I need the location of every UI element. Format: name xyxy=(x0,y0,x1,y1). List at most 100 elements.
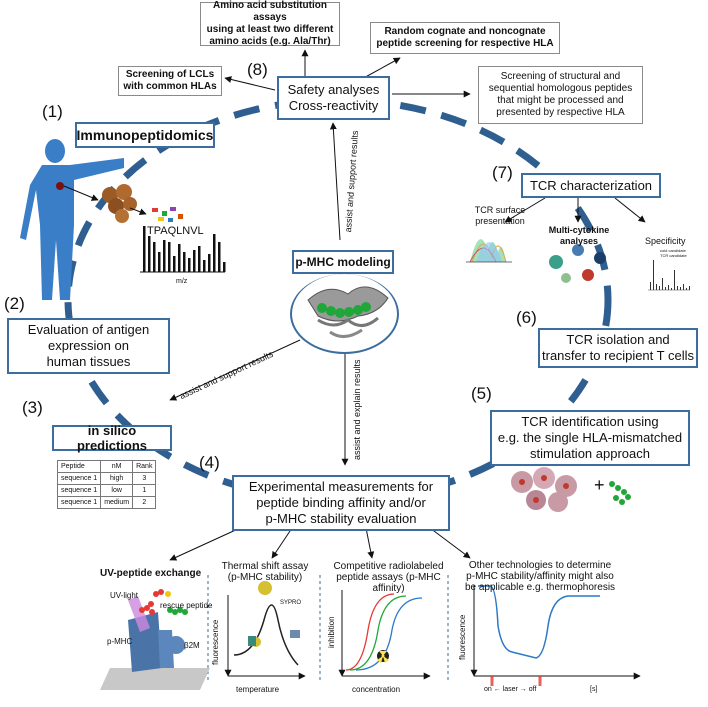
specificity-bar xyxy=(653,260,654,290)
table-cell: nM xyxy=(100,460,134,473)
sypro-label: SYPRO xyxy=(280,600,302,606)
ms-peak xyxy=(148,236,151,272)
uv-light-label: UV-light xyxy=(110,591,139,600)
table-cell: Peptide xyxy=(56,460,102,473)
table-cell: 1 xyxy=(132,484,157,497)
arrow-uv xyxy=(169,527,241,561)
pmhc-model-frame xyxy=(290,274,399,354)
radio-xlabel: concentration xyxy=(352,685,401,694)
thermophoresis-chart xyxy=(470,585,641,686)
uv-exchange-title: UV-peptide exchange xyxy=(100,568,202,579)
ms-peak xyxy=(158,252,161,272)
ms-peak xyxy=(178,244,181,272)
random-line-2: peptide screening for respective HLA xyxy=(376,38,554,49)
other-unit: [s] xyxy=(590,686,598,693)
ms-peak xyxy=(218,242,221,272)
structural-screening-box: Screening of structural and sequential h… xyxy=(478,66,643,124)
tcr-isolation-line-1: TCR isolation and xyxy=(566,332,670,347)
arrow-peptides xyxy=(129,207,147,216)
ms-peak xyxy=(183,252,186,272)
aa-substitution-box: Amino acid substitution assays using at … xyxy=(200,0,340,47)
structural-line-4: presented by respective HLA xyxy=(496,107,625,118)
specificity-bar xyxy=(671,288,672,290)
mass-spectrum-chart xyxy=(143,226,226,272)
table-cell: high xyxy=(100,472,134,485)
table-cell: sequence 1 xyxy=(56,496,102,509)
peptide-green-icon xyxy=(609,481,631,505)
radiolabel-chart xyxy=(338,590,431,680)
ms-axis-label: m/z xyxy=(176,278,188,285)
specificity-bar xyxy=(662,278,663,290)
tcr-characterization-box: TCR characterization xyxy=(521,173,661,198)
pmhc-modeling-box: p-MHC modeling xyxy=(292,250,394,274)
aa-sub-line-1: Amino acid substitution assays xyxy=(213,0,327,23)
step-1-number: (1) xyxy=(42,102,63,121)
arrow-tumor xyxy=(63,185,99,201)
step-7-number: (7) xyxy=(492,163,513,182)
table-cell: sequence 1 xyxy=(56,484,102,497)
table-cell: 2 xyxy=(132,496,157,509)
tcr-identification-line-1: TCR identification using xyxy=(521,414,659,429)
ms-peak xyxy=(223,262,226,272)
tumor-site-icon xyxy=(56,182,64,190)
step-8-number: (8) xyxy=(247,60,268,79)
table-cell: Rank xyxy=(132,460,157,473)
random-line-1: Random cognate and noncognate xyxy=(384,26,546,37)
arrow-specificity xyxy=(614,197,646,223)
thermal-shift-chart xyxy=(224,581,306,680)
ms-peak xyxy=(188,258,191,272)
human-figure-icon xyxy=(20,139,124,300)
safety-line-1: Safety analyses xyxy=(287,82,380,97)
b2m-label: β2M xyxy=(184,641,200,650)
assist-explain-label: assist and explain results xyxy=(352,359,362,460)
immunopeptidomics-label: Immunopeptidomics xyxy=(76,127,214,143)
specificity-bar xyxy=(656,284,657,290)
arrow-surface xyxy=(504,197,546,223)
stimulation-cells-icon xyxy=(511,467,577,512)
specificity-bar xyxy=(689,286,690,290)
step-4-number: (4) xyxy=(199,453,220,472)
safety-line-2: Cross-reactivity xyxy=(288,98,379,113)
lcl-screening-box: Screening of LCLs with common HLAs xyxy=(118,66,222,96)
arrow-thermal xyxy=(271,527,293,559)
aa-sub-line-2: using at least two different xyxy=(206,24,334,35)
tcr-identification-box: TCR identification using e.g. the single… xyxy=(490,410,690,466)
ms-peak xyxy=(198,246,201,272)
arrow-other xyxy=(429,527,471,559)
specificity-bar xyxy=(677,286,678,290)
thermal-title: Thermal shift assay(p-MHC stability) xyxy=(221,561,309,583)
tcr-isolation-line-2: transfer to recipient T cells xyxy=(542,348,694,363)
ms-peak xyxy=(203,260,206,272)
table-cell: sequence 1 xyxy=(56,472,102,485)
tcr-isolation-box: TCR isolation and transfer to recipient … xyxy=(538,328,698,368)
thermal-xlabel: temperature xyxy=(236,685,280,694)
plus-sign: + xyxy=(594,475,605,495)
ms-peak xyxy=(213,234,216,272)
specificity-bar xyxy=(686,288,687,290)
random-peptide-box: Random cognate and noncognate peptide sc… xyxy=(370,22,560,54)
antigen-expression-line-2: expression on xyxy=(48,338,129,353)
structural-line-3: that might be processed and xyxy=(497,95,624,106)
safety-analyses-box: Safety analyses Cross-reactivity xyxy=(277,76,390,120)
ms-peak xyxy=(163,240,166,272)
specificity-bar xyxy=(659,286,660,290)
antigen-expression-box: Evaluation of antigen expression on huma… xyxy=(7,318,170,374)
pmhc-label: p-MHC xyxy=(107,637,133,646)
thermal-ylabel: fluorescence xyxy=(211,619,220,665)
step-3-number: (3) xyxy=(22,398,43,417)
step-2-number: (2) xyxy=(4,294,25,313)
lcl-line-1: Screening of LCLs xyxy=(125,69,215,80)
specificity-bar xyxy=(650,282,651,290)
antigen-expression-line-3: human tissues xyxy=(46,354,131,369)
multi-cytokine-cells-icon xyxy=(549,244,606,283)
tcr-identification-line-2: e.g. the single HLA-mismatched xyxy=(497,430,683,445)
measurements-line-2: peptide binding affinity and/or xyxy=(256,495,426,510)
specificity-bar xyxy=(665,287,666,290)
